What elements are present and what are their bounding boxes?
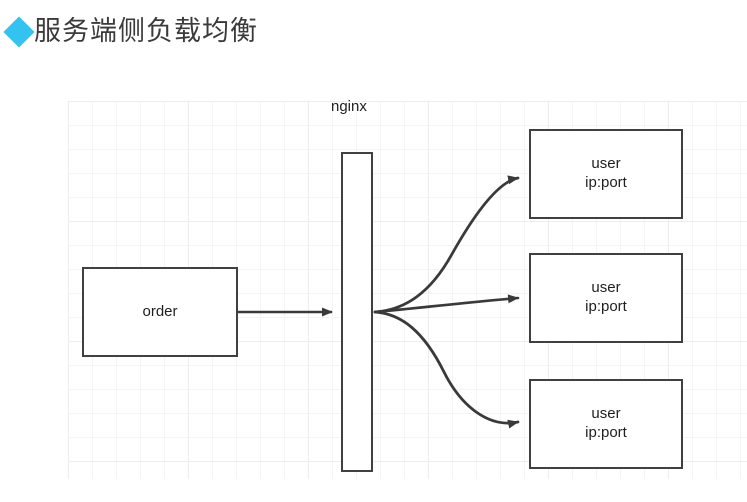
node-nginx-bar[interactable] bbox=[341, 152, 373, 472]
node-user-1[interactable]: user ip:port bbox=[529, 129, 683, 219]
page-title: 服务端侧负载均衡 bbox=[3, 15, 258, 48]
node-order-label: order bbox=[142, 302, 178, 320]
diagram-edges bbox=[238, 175, 520, 429]
node-user-3[interactable]: user ip:port bbox=[529, 379, 683, 469]
node-user-2-title: user bbox=[591, 279, 621, 297]
node-order[interactable]: order bbox=[82, 267, 238, 357]
nginx-label: nginx bbox=[331, 98, 367, 115]
diagram-canvas: nginx order user ip:port user ip:port us… bbox=[0, 88, 747, 502]
page-title-text: 服务端侧负载均衡 bbox=[34, 16, 258, 47]
edge-nginx-to-user-1 bbox=[373, 175, 520, 314]
node-user-3-address: ip:port bbox=[585, 424, 627, 441]
node-user-2-address: ip:port bbox=[585, 298, 627, 315]
edge-nginx-to-user-2 bbox=[373, 294, 520, 314]
node-user-3-title: user bbox=[591, 405, 621, 423]
diamond-bullet-icon bbox=[3, 15, 35, 48]
node-user-2[interactable]: user ip:port bbox=[529, 253, 683, 343]
node-user-1-title: user bbox=[591, 155, 621, 173]
node-user-1-address: ip:port bbox=[585, 174, 627, 191]
edge-nginx-to-user-3 bbox=[373, 310, 520, 429]
